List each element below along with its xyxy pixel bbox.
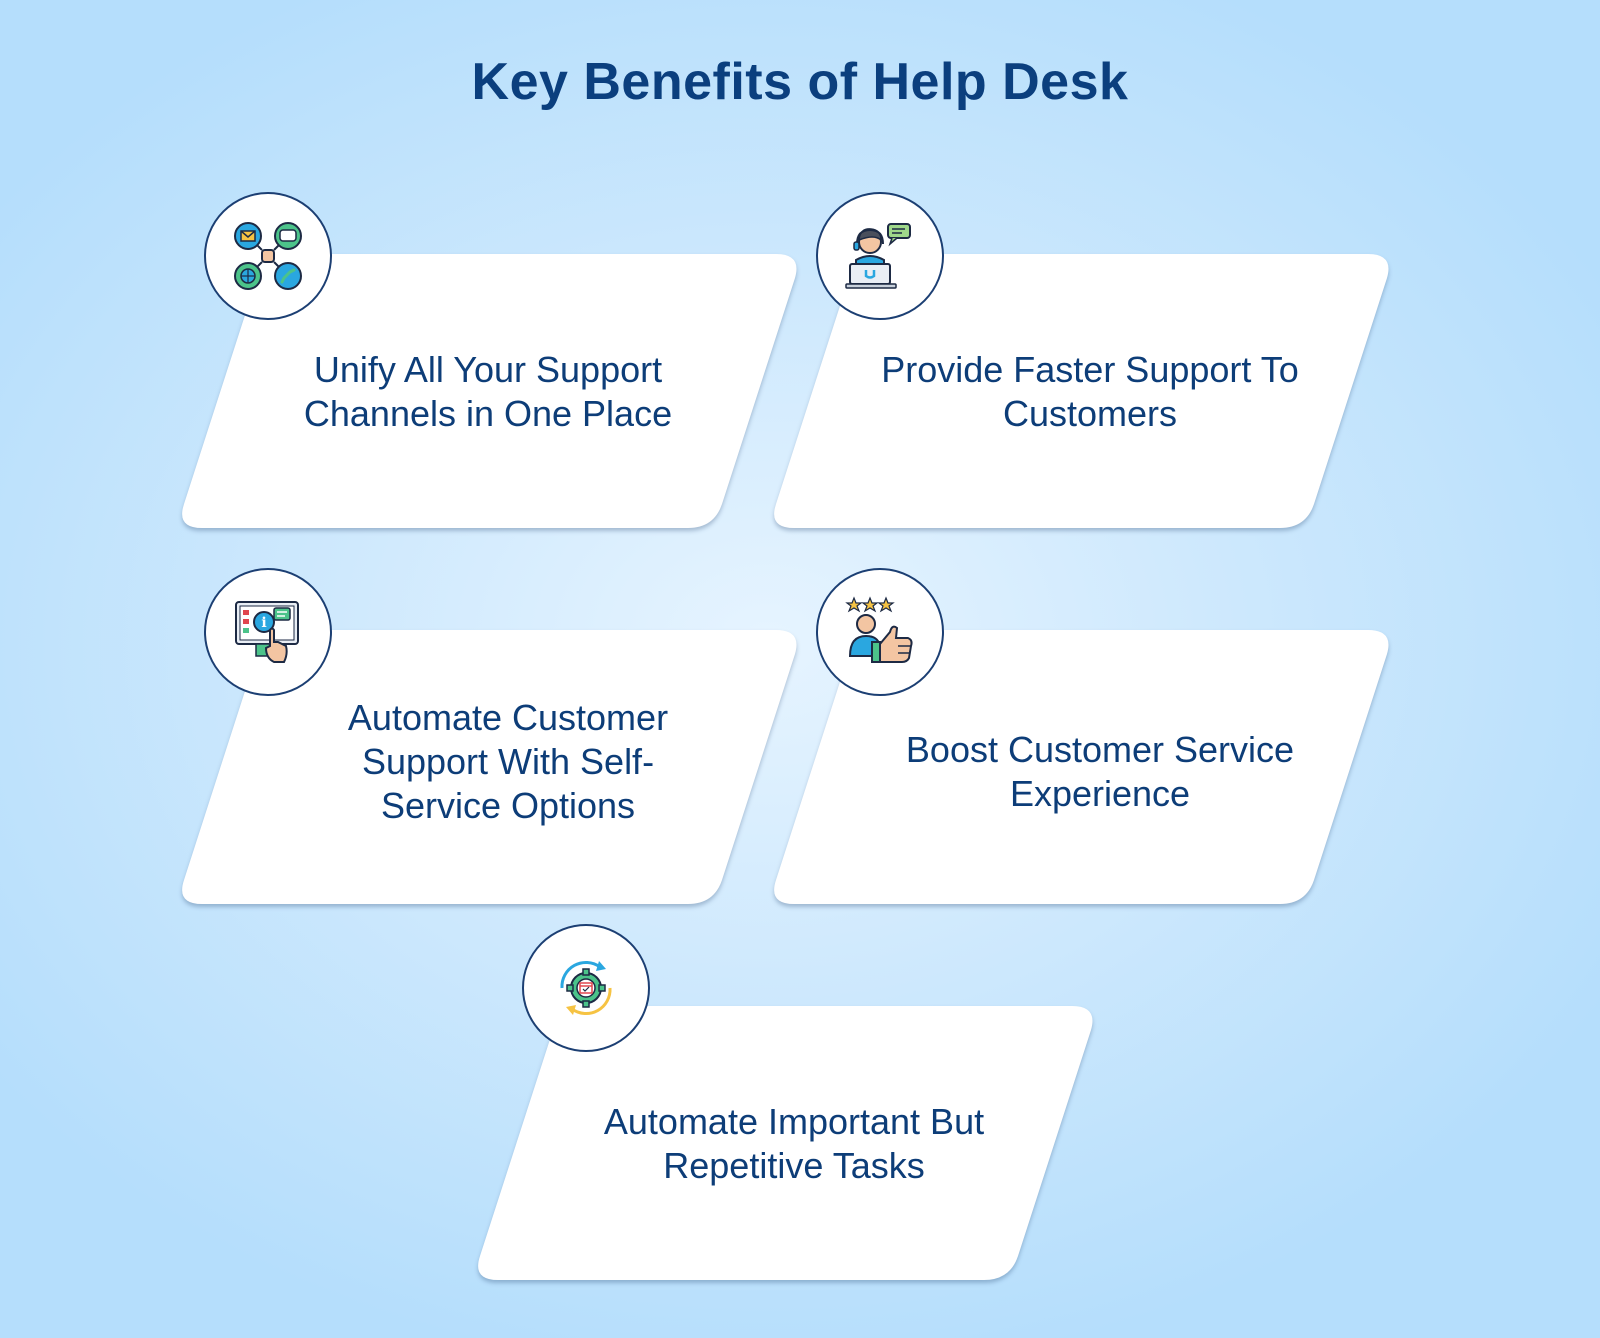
automation-gear-icon bbox=[560, 960, 612, 1016]
badge-support-agent bbox=[816, 192, 944, 320]
self-service-monitor-icon: i bbox=[235, 601, 299, 663]
badge-self-service: i bbox=[204, 568, 332, 696]
card-shape bbox=[774, 630, 1389, 904]
card-shape bbox=[182, 630, 797, 904]
benefit-card-boost-experience: Boost Customer Service Experience bbox=[770, 628, 1404, 906]
benefit-label: Automate Customer Support With Self-Serv… bbox=[347, 697, 669, 826]
page-title: Key Benefits of Help Desk bbox=[471, 53, 1129, 111]
badge-thumbs-up-rating bbox=[816, 568, 944, 696]
support-channels-icon bbox=[234, 222, 302, 290]
badge-automation-gear bbox=[522, 924, 650, 1052]
card-shape bbox=[478, 1006, 1093, 1280]
card-shape bbox=[774, 254, 1389, 528]
svg-text:i: i bbox=[261, 615, 266, 631]
benefit-label: Automate Important But Repetitive Tasks bbox=[603, 1101, 985, 1186]
benefit-card-self-service: Automate Customer Support With Self-Serv… bbox=[178, 628, 812, 906]
benefit-card-faster-support: Provide Faster Support To Customers bbox=[770, 252, 1404, 530]
badge-support-channels bbox=[204, 192, 332, 320]
benefit-card-unify-channels: Unify All Your Support Channels in One P… bbox=[178, 252, 812, 530]
support-agent-icon bbox=[845, 223, 911, 289]
benefit-label: Provide Faster Support To Customers bbox=[881, 349, 1299, 434]
thumbs-up-rating-icon bbox=[845, 596, 913, 663]
benefit-label: Unify All Your Support Channels in One P… bbox=[303, 349, 673, 434]
card-shape bbox=[182, 254, 797, 528]
benefit-label: Boost Customer Service Experience bbox=[905, 729, 1295, 814]
benefit-card-automate-tasks: Automate Important But Repetitive Tasks bbox=[474, 1004, 1108, 1282]
